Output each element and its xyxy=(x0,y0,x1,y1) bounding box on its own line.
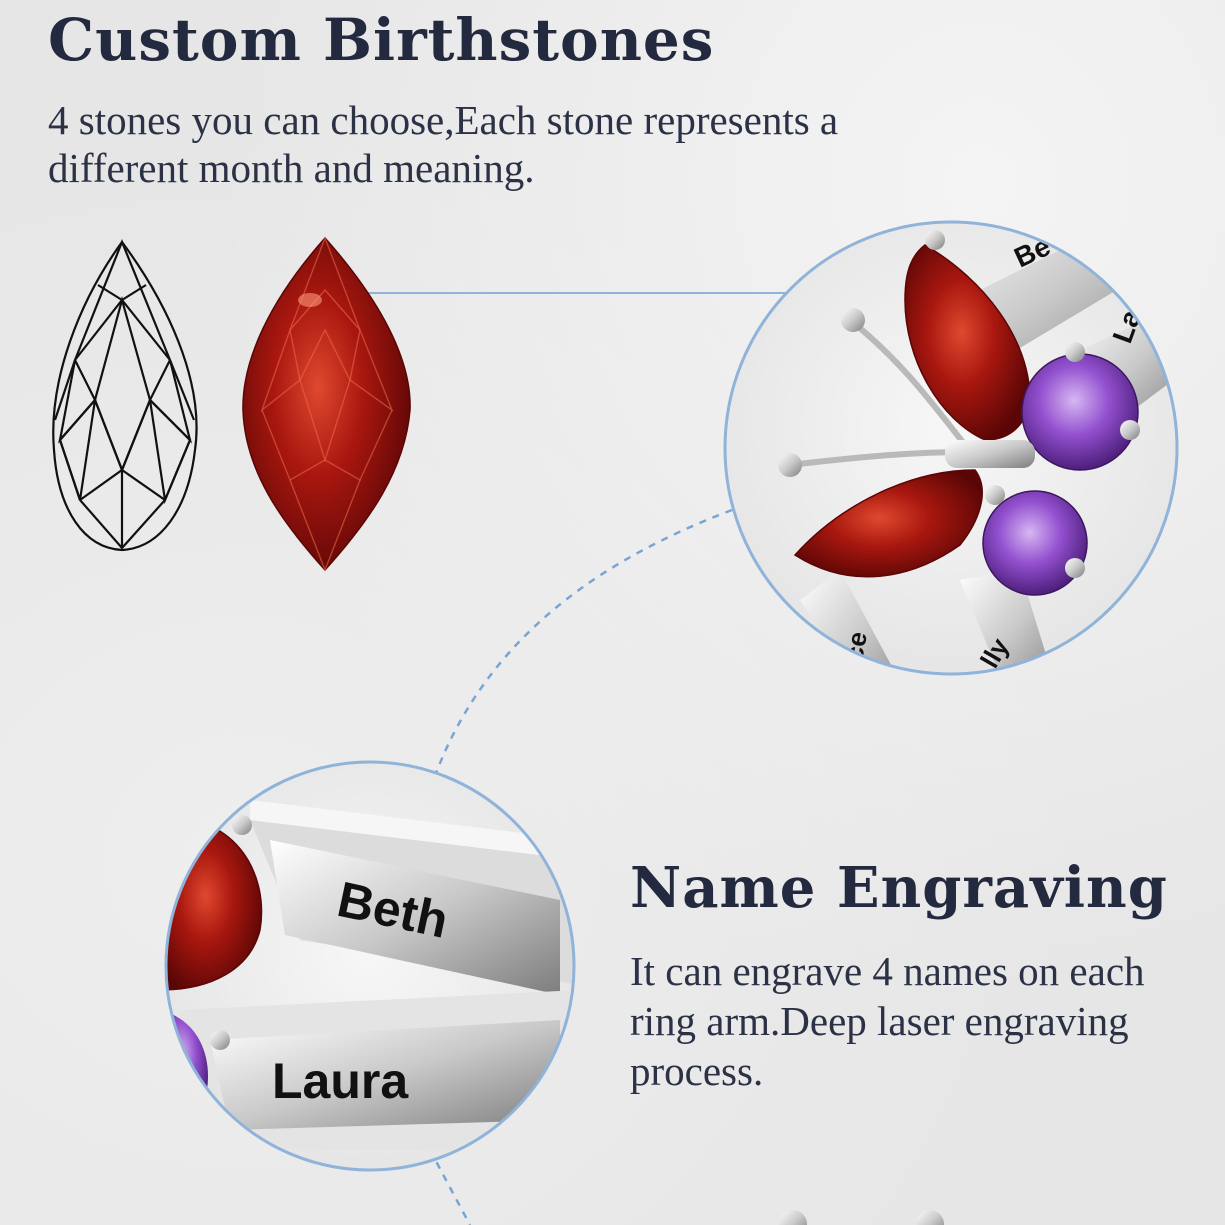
closeup-engraving-circle: Beth Laura xyxy=(164,760,576,1172)
dashed-connector-upper xyxy=(428,508,733,791)
engraved-name-laura: Laura xyxy=(272,1053,409,1109)
dashed-connector-lower xyxy=(428,1149,472,1225)
closeup-butterfly-circle: Be La ce lly xyxy=(723,220,1179,676)
birthstones-description: 4 stones you can choose,Each stone repre… xyxy=(48,97,839,191)
marquise-garnet-stone xyxy=(242,236,411,572)
stone-outline-drawing xyxy=(52,239,198,552)
bottom-partial-ornaments xyxy=(779,1210,944,1225)
engraving-title: Name Engraving xyxy=(630,855,1168,921)
engraving-description: It can engrave 4 names on each ring arm.… xyxy=(630,948,1145,1094)
birthstones-title: Custom Birthstones xyxy=(48,6,715,74)
